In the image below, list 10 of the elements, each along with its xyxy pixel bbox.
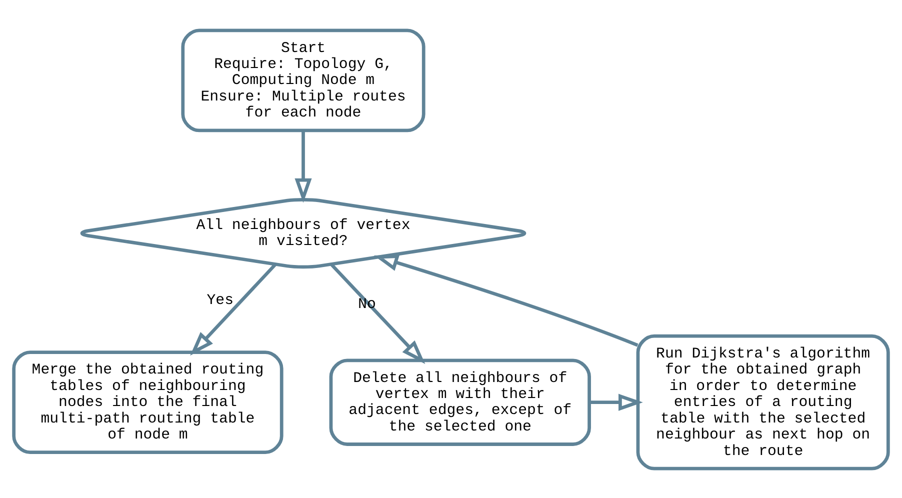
arrow	[374, 254, 638, 346]
node-box: Delete all neighbours of vertex m with their adjacent edges, except of the selected one	[329, 358, 591, 446]
arrow	[294, 130, 312, 202]
node-box: Run Dijkstra's algorithm for the obtained graph in order to determine entries of a routing table with the selected neighbour as next hop on the route	[636, 334, 890, 470]
edge-label: Yes	[206, 292, 234, 309]
arrow	[590, 393, 643, 410]
node-box: Merge the obtained routing tables of neighbouring nodes into the final multi-path routing table of node m	[12, 350, 284, 454]
node-box: Start Require: Topology G, Computing Node m Ensure: Multiple routes for each node	[181, 28, 426, 132]
arrow	[190, 262, 277, 356]
arrow	[330, 262, 426, 364]
